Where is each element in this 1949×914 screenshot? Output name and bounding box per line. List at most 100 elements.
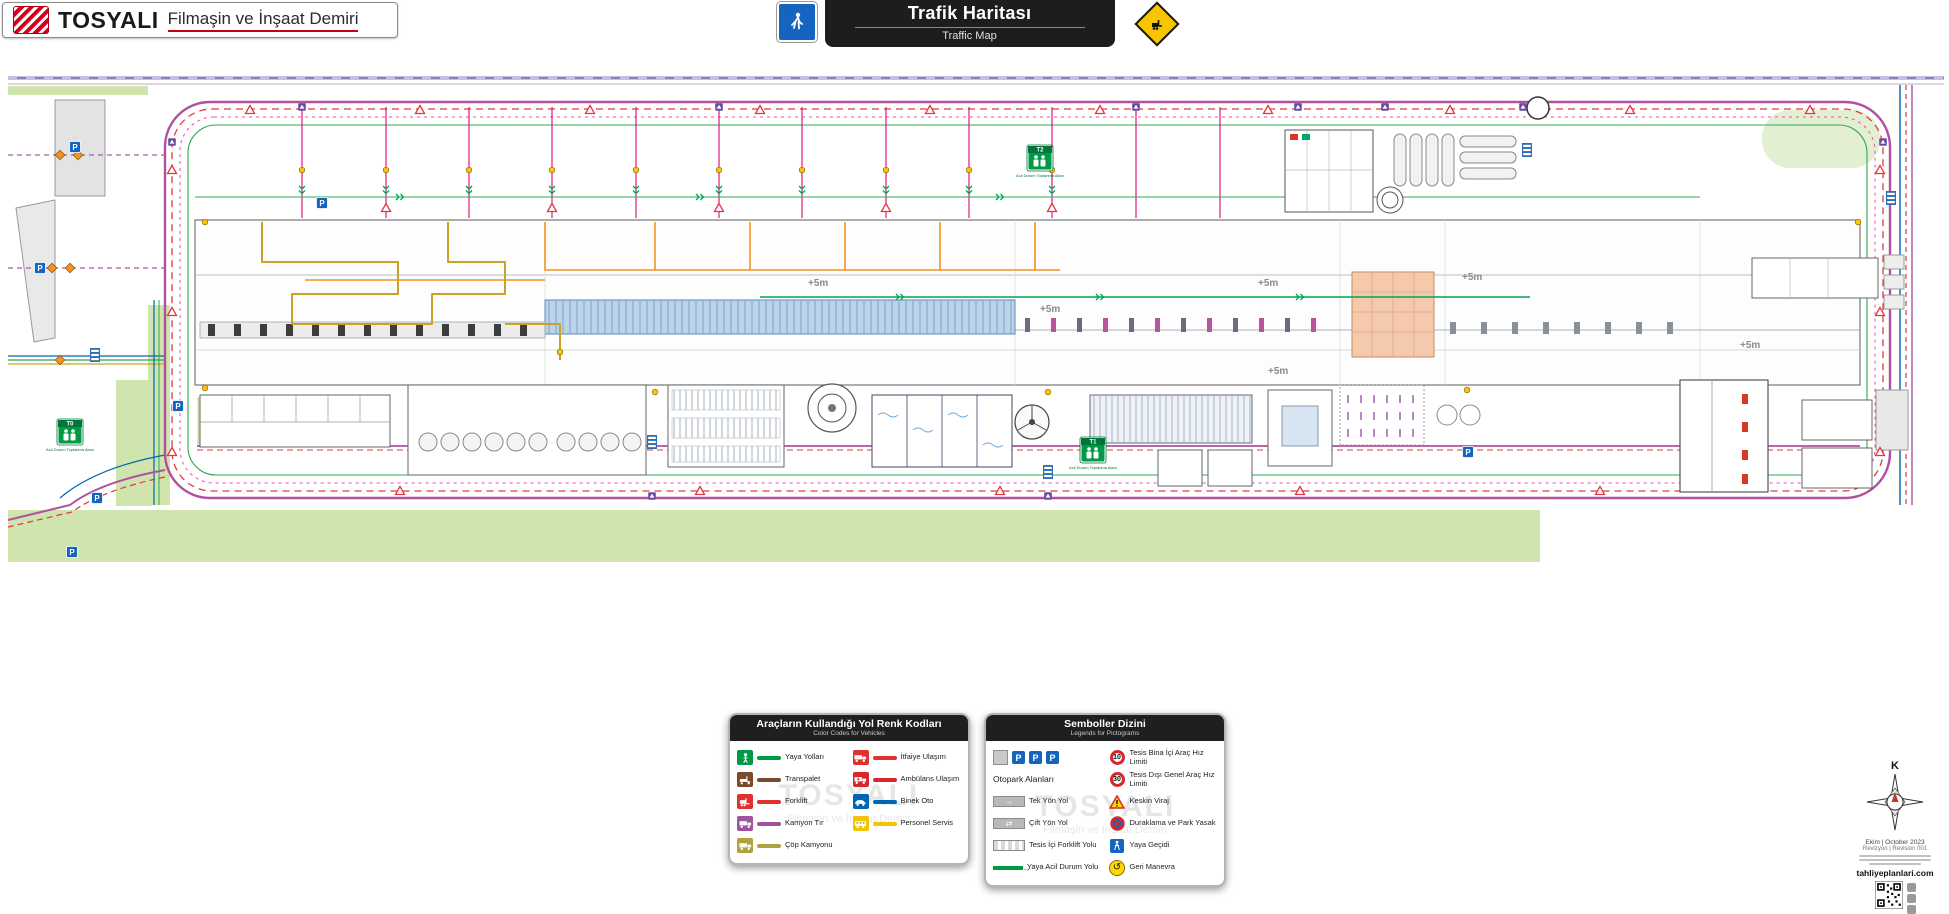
cert-icon bbox=[1907, 894, 1916, 903]
map-footer-block: K Ekim | October 2023 Revizyon | Revisio… bbox=[1847, 758, 1943, 914]
clarifier-tank bbox=[808, 384, 856, 432]
elevation-label: +5m bbox=[1268, 366, 1288, 377]
qr-code bbox=[1875, 881, 1903, 909]
legend-label: Çift Yön Yol bbox=[1029, 819, 1068, 827]
elevation-label: +5m bbox=[1740, 340, 1760, 351]
legend-row-sharp-curve: Keskin Viraj bbox=[1109, 793, 1218, 810]
parking-letter: P bbox=[94, 494, 100, 503]
legend-label: Forklift bbox=[785, 797, 808, 805]
title-block: Trafik Haritası Traffic Map bbox=[777, 0, 1173, 47]
legend-label: Kamyon Tır bbox=[785, 819, 824, 827]
garbage-truck-icon bbox=[737, 838, 753, 853]
parking-sign-icon: P bbox=[1029, 751, 1042, 764]
pedestrian-icon bbox=[737, 750, 753, 765]
assembly-label: T1 bbox=[1089, 440, 1097, 446]
parking-area-swatch bbox=[993, 750, 1008, 765]
legend-row-speed-outside: 30 Tesis Dışı Genel Araç Hız Limiti bbox=[1109, 771, 1218, 788]
legend-row-no-stopping: Duraklama ve Park Yasak bbox=[1109, 815, 1218, 832]
brand-subtitle: Filmaşin ve İnşaat Demiri bbox=[168, 9, 359, 32]
speed-limit-10-sign-icon: 10 bbox=[1110, 750, 1125, 765]
legend-label: Tesis Bina İçi Araç Hız Limiti bbox=[1130, 749, 1218, 766]
assembly-caption: Acil Durum Toplanma Alanı bbox=[1069, 465, 1117, 470]
speed-limit-30-sign-icon: 30 bbox=[1110, 772, 1125, 787]
legend-row-car: Binek Oto bbox=[853, 793, 962, 810]
certification-icons bbox=[1907, 883, 1916, 914]
pallet-truck-icon bbox=[737, 772, 753, 787]
legend-row-speed-inside: 10 Tesis Bina İçi Araç Hız Limiti bbox=[1109, 749, 1218, 766]
legend-label: Keskin Viraj bbox=[1130, 797, 1169, 805]
parking-letter: P bbox=[37, 264, 43, 273]
assembly-caption: Acil Durum Toplanma Alanı bbox=[1016, 173, 1064, 178]
car-icon bbox=[853, 794, 869, 809]
pedestrian-crossing-sign-icon bbox=[777, 2, 817, 42]
assembly-label: T2 bbox=[1036, 148, 1044, 154]
legend-row-reverse: ↺ Geri Manevra bbox=[1109, 859, 1218, 876]
forklift-warning-sign-icon bbox=[1134, 1, 1179, 46]
website-link[interactable]: tahliyeplanlari.com bbox=[1847, 868, 1943, 878]
legend-label: Tek Yön Yol bbox=[1029, 797, 1068, 805]
header: TOSYALI Filmaşin ve İnşaat Demiri Trafik… bbox=[0, 0, 1949, 46]
office-building bbox=[200, 395, 390, 447]
legend-label: Geri Manevra bbox=[1130, 863, 1175, 871]
map-date: Ekim | October 2023 bbox=[1847, 839, 1943, 846]
legend-label: Çöp Kamyonu bbox=[785, 841, 833, 849]
legend-row-pedestrian: Yaya Yolları bbox=[737, 749, 846, 766]
legend-row-shuttle: Personel Servis bbox=[853, 815, 962, 832]
route-color-sample bbox=[757, 844, 781, 848]
reheating-furnace bbox=[1352, 272, 1434, 357]
truck-icon bbox=[737, 816, 753, 831]
forklift-icon bbox=[737, 794, 753, 809]
cert-icon bbox=[1907, 905, 1916, 914]
legend-label: Binek Oto bbox=[901, 797, 934, 805]
legend-label: Yaya Yolları bbox=[785, 753, 824, 761]
brand-name: TOSYALI bbox=[58, 7, 159, 34]
compass-rose: K bbox=[1866, 758, 1924, 832]
one-way-road-icon: → bbox=[993, 796, 1025, 807]
pump-station bbox=[1268, 390, 1332, 466]
assembly-caption: Acil Durum Toplanma Alanı bbox=[46, 447, 94, 452]
legend-label: Personel Servis bbox=[901, 819, 954, 827]
legend-row-forklift: Forklift bbox=[737, 793, 846, 810]
legend-row-parking-label: Otopark Alanları bbox=[993, 771, 1102, 788]
route-color-sample bbox=[873, 756, 897, 760]
thickener-tank bbox=[1015, 405, 1049, 439]
legend-label: İtfaiye Ulaşım bbox=[901, 753, 946, 761]
elevation-label: +5m bbox=[1258, 278, 1278, 289]
shuttle-bus-icon bbox=[853, 816, 869, 831]
company-logo-box: TOSYALI Filmaşin ve İnşaat Demiri bbox=[2, 2, 398, 38]
main-mill-building bbox=[195, 220, 1860, 385]
legend-label: Yaya Acil Durum Yolu bbox=[1027, 863, 1098, 871]
route-color-sample bbox=[873, 800, 897, 804]
legend-vehicle-subtitle: Color Codes for Vehicles bbox=[734, 730, 964, 737]
elevation-label: +5m bbox=[1040, 304, 1060, 315]
cooling-bed bbox=[545, 300, 1015, 334]
legend-symbols-subtitle: Legends for Pictograms bbox=[990, 730, 1220, 737]
legend-row-fire-truck: İtfaiye Ulaşım bbox=[853, 749, 962, 766]
legend-vehicle-title: Araçların Kullandığı Yol Renk Kodları bbox=[734, 718, 964, 730]
water-treatment-pools bbox=[872, 395, 1012, 467]
site-map: P P P P P P P T0 Acil Durum Toplanma Ala… bbox=[0, 50, 1949, 710]
legend-label: Transpalet bbox=[785, 775, 820, 783]
legend-row-emergency-route: → Yaya Acil Durum Yolu bbox=[993, 859, 1102, 876]
parking-letter: P bbox=[319, 199, 325, 208]
route-color-sample bbox=[757, 756, 781, 760]
legend-row-truck: Kamyon Tır bbox=[737, 815, 846, 832]
legend-row-garbage-truck: Çöp Kamyonu bbox=[737, 837, 846, 854]
route-color-sample bbox=[873, 822, 897, 826]
legend-row-twoway: ⇄ Çift Yön Yol bbox=[993, 815, 1102, 832]
parking-letter: P bbox=[1465, 448, 1471, 457]
legend-symbols-title: Semboller Dizini bbox=[990, 718, 1220, 730]
parking-letter: P bbox=[175, 402, 181, 411]
fire-truck-icon bbox=[853, 750, 869, 765]
route-color-sample bbox=[757, 800, 781, 804]
legend-row-crosswalk: Yaya Geçidi bbox=[1109, 837, 1218, 854]
parking-letter: P bbox=[69, 548, 75, 557]
page-subtitle: Traffic Map bbox=[855, 30, 1085, 42]
compass-north-label: K bbox=[1891, 760, 1899, 772]
parking-sign-icon: P bbox=[1012, 751, 1025, 764]
legend-row-parking: P P P bbox=[993, 749, 1102, 766]
legend-row-forklift-road: Tesis İçi Forklift Yolu bbox=[993, 837, 1102, 854]
forklift-road-icon bbox=[993, 840, 1025, 851]
map-revision: Revizyon | Revision 001 bbox=[1847, 846, 1943, 852]
